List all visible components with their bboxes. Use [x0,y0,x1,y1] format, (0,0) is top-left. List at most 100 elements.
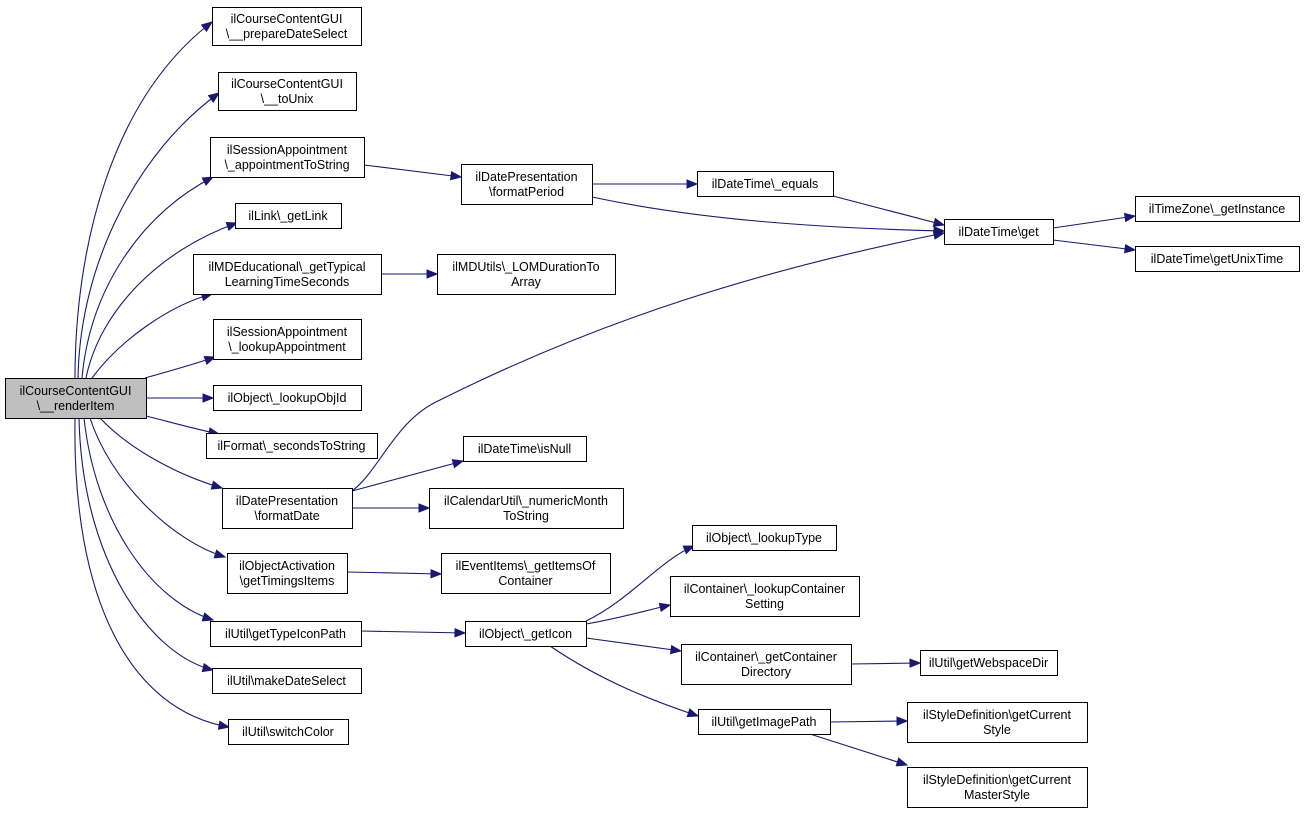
node[interactable]: ilDateTime\isNull [463,436,587,462]
node-label: \__prepareDateSelect [226,27,348,41]
edge-root-to-n12 [78,417,215,673]
node-label: ilUtil\getImagePath [712,715,817,729]
node[interactable]: ilUtil\getImagePath [698,709,831,735]
edge-line [145,415,220,435]
edge-n24-to-n28 [850,658,922,668]
node[interactable]: ilDatePresentation\formatPeriod [461,164,593,205]
node-label: ilDateTime\get [958,225,1039,239]
edge-root-to-n3 [81,176,215,379]
edges-layer [74,21,1137,767]
edge-root-to-n4 [85,222,239,379]
edge-line [144,356,216,379]
node-label: \formatDate [254,509,319,523]
node-box [429,488,624,529]
node-box [907,767,1088,808]
arrowhead [213,549,227,559]
node-box [227,553,348,594]
node[interactable]: ilFormat\_secondsToString [206,433,378,459]
arrowhead [658,602,672,613]
arrowhead [686,708,700,718]
arrowhead [1123,212,1137,223]
edge-n19-to-n22 [585,545,696,622]
arrowhead [682,545,696,555]
node[interactable]: ilUtil\makeDateSelect [212,668,362,694]
node-box [697,171,834,197]
edge-line [549,645,699,717]
node-box [441,553,611,594]
node-box [1135,246,1300,272]
node[interactable]: ilDateTime\getUnixTime [1135,246,1300,272]
node-label: Directory [741,665,792,679]
arrowhead [454,628,467,638]
node[interactable]: ilCourseContentGUI\__toUnix [218,72,357,111]
node[interactable]: ilCourseContentGUI\__prepareDateSelect [212,7,362,46]
edge-line [360,630,466,634]
edge-n11-to-n19 [360,628,467,638]
edge-line [1052,215,1136,229]
edge-n19-to-n23 [585,602,672,625]
edge-n9-to-n17 [352,503,431,513]
node-root[interactable]: ilCourseContentGUI\__renderItem [5,378,147,419]
node[interactable]: ilObject\_lookupObjId [213,385,362,411]
node[interactable]: ilDatePresentation\formatDate [222,488,353,529]
arrowhead [430,569,443,579]
edge-root-to-n1 [74,21,214,379]
node[interactable]: ilUtil\switchColor [228,719,349,745]
node[interactable]: ilObject\_getIcon [465,621,587,647]
node[interactable]: ilSessionAppointment\_lookupAppointment [213,319,362,360]
edge-n19-to-n24 [585,637,683,655]
node-label: ilDatePresentation [475,170,577,184]
edge-line [1052,239,1136,251]
node-box [193,254,382,295]
node-box [210,621,362,647]
edge-line [850,662,921,665]
edge-root-to-n10 [89,417,227,559]
node[interactable]: ilTimeZone\_getInstance [1135,196,1300,222]
edge-line [832,195,945,226]
node-label: ilSessionAppointment [227,143,348,157]
node-label: ilDateTime\getUnixTime [1151,252,1283,266]
node-box [681,644,852,685]
edge-root-to-n6 [144,355,217,379]
node[interactable]: ilDateTime\get [944,219,1054,245]
node[interactable]: ilUtil\getWebspaceDir [920,650,1058,676]
edge-n21-to-n27 [1052,239,1137,254]
node-label: LearningTimeSeconds [225,275,350,289]
arrowhead [933,226,946,236]
arrowhead [418,503,431,513]
edge-n3-to-n14 [363,164,463,181]
node[interactable]: ilMDEducational\_getTypicalLearningTimeS… [193,254,382,295]
node-box [212,668,362,694]
arrowhead [686,179,699,189]
arrowhead [201,176,215,187]
node[interactable]: ilUtil\getTypeIconPath [210,621,362,647]
node-label: ilEventItems\_getItemsOf [456,559,596,573]
node-label: ilUtil\getTypeIconPath [225,627,346,641]
node-label: ilLink\_getLink [248,209,328,223]
node[interactable]: ilObjectActivation\getTimingsItems [227,553,348,594]
node-label: ilContainer\_lookupContainer [684,582,845,596]
node-label: ilStyleDefinition\getCurrent [923,708,1072,722]
node[interactable]: ilLink\_getLink [235,203,342,229]
node-label: ilObject\_lookupType [706,531,822,545]
edge-line [585,545,695,622]
edge-line [585,637,682,652]
edge-n14-to-n20 [592,179,699,189]
node-label: MasterStyle [964,788,1030,802]
node[interactable]: ilSessionAppointment\_appointmentToStrin… [210,137,365,178]
node[interactable]: ilObject\_lookupType [692,525,837,551]
arrowhead [202,393,215,403]
arrowhead [207,92,221,103]
node[interactable]: ilDateTime\_equals [697,171,834,197]
arrowhead [225,222,239,231]
edge-n19-to-n25 [549,645,700,718]
node-box [698,709,831,735]
